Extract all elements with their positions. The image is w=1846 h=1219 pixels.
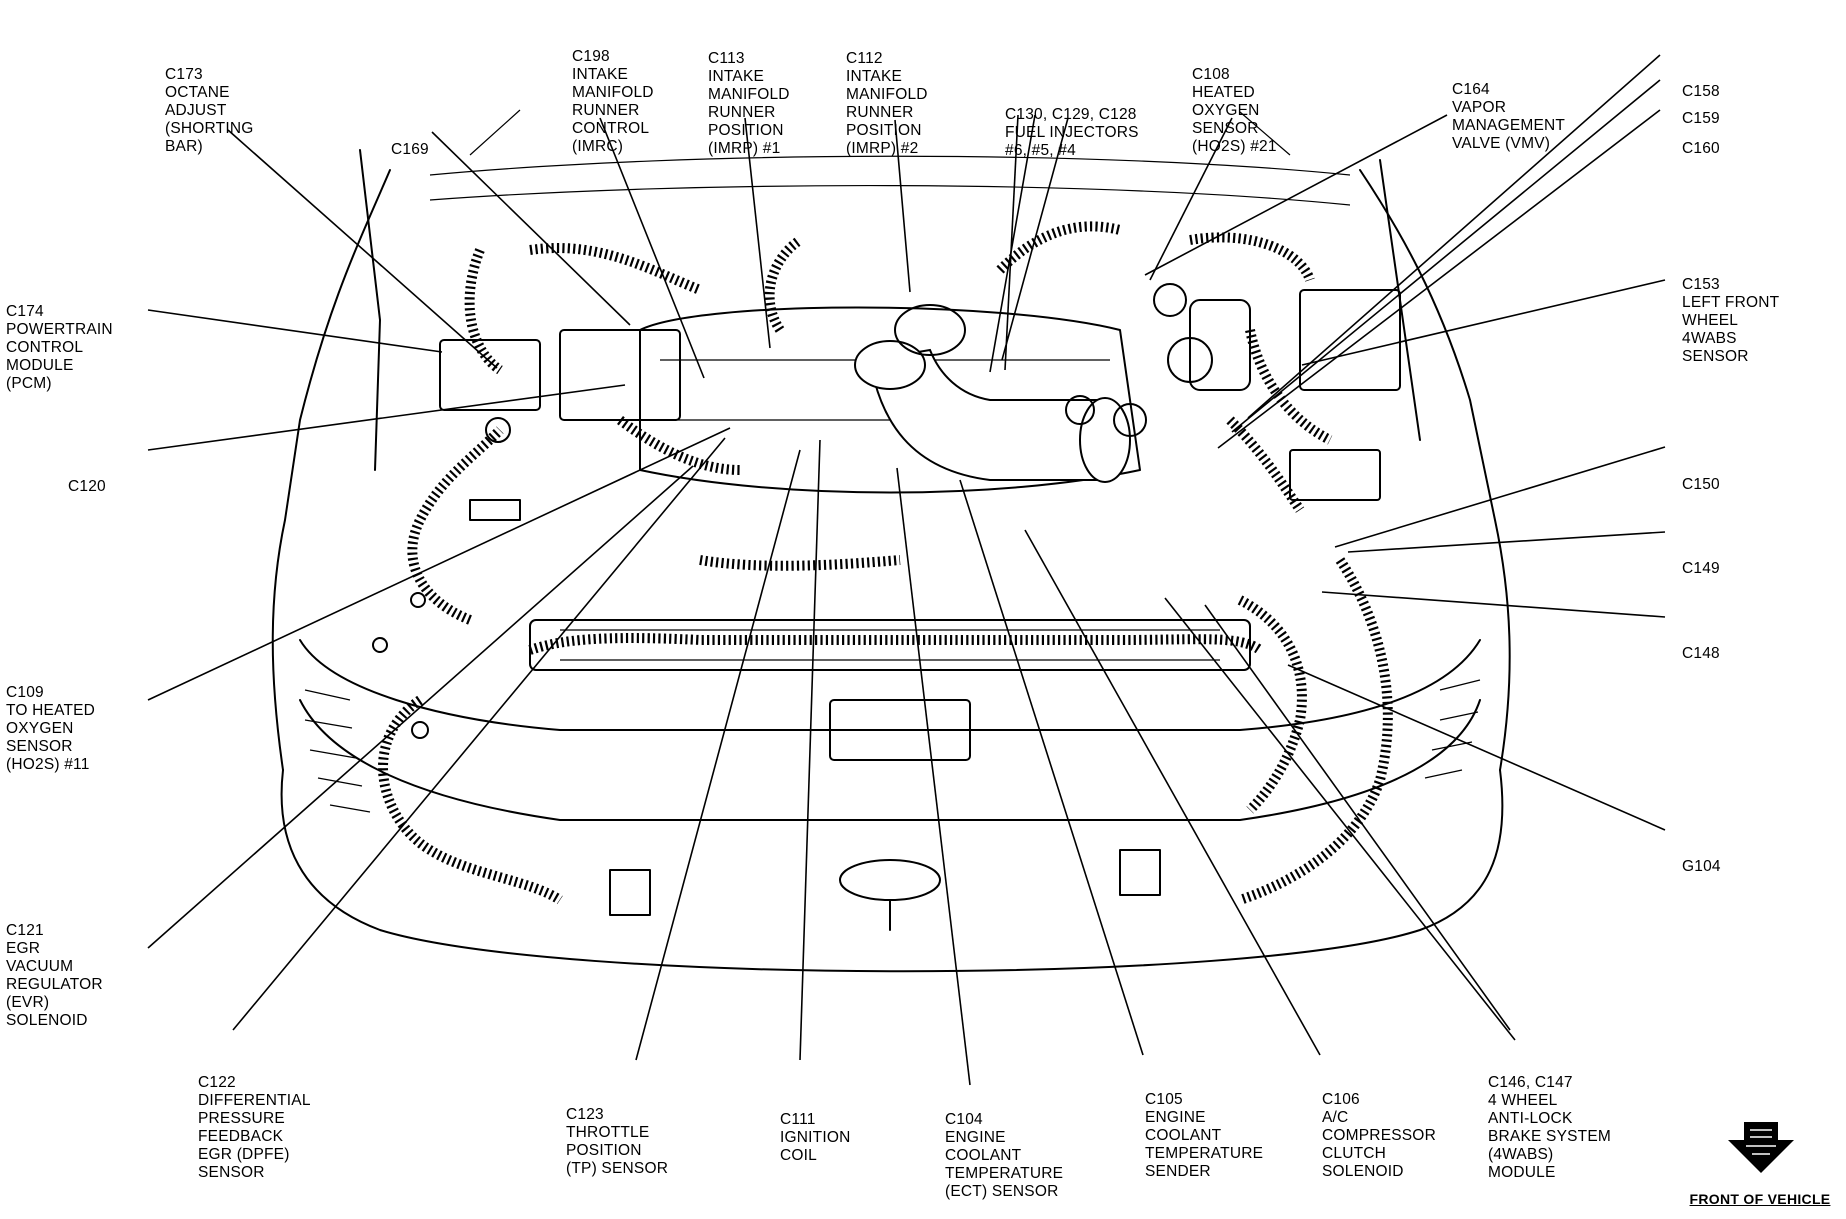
label-c150: C150 [1682, 476, 1720, 493]
label-c169: C169 [391, 141, 429, 158]
front-of-vehicle-indicator: FRONT OF VEHICLE [1682, 1121, 1838, 1207]
label-c120: C120 [68, 478, 106, 495]
label-g104: G104 [1682, 858, 1721, 875]
label-c148: C148 [1682, 645, 1720, 662]
engine-art [271, 109, 1511, 973]
front-of-vehicle-label: FRONT OF VEHICLE [1689, 1191, 1831, 1207]
label-c159: C159 [1682, 110, 1720, 127]
front-arrow-icon [1728, 1122, 1794, 1173]
label-c158: C158 [1682, 83, 1720, 100]
label-c149: C149 [1682, 560, 1720, 577]
label-c160: C160 [1682, 140, 1720, 157]
leader-lines [147, 54, 1666, 1086]
